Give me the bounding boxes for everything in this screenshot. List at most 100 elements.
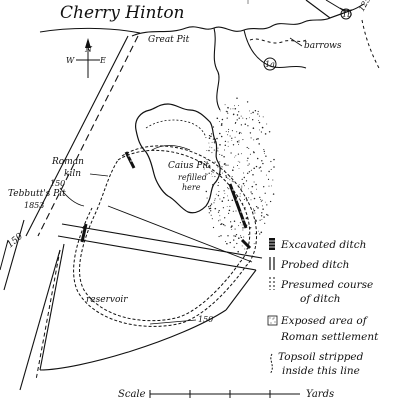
stipple-dot <box>226 243 228 245</box>
barrow-1a-marker <box>263 57 277 71</box>
stipple-dot <box>242 182 245 185</box>
stipple-dot <box>257 230 259 232</box>
stipple-dot <box>219 132 221 135</box>
stipple-dot <box>226 187 229 189</box>
stipple-dot <box>250 199 252 201</box>
stipple-dot <box>238 111 240 113</box>
legend-excavated-symbol <box>269 238 275 250</box>
legend-exposed-text-2: Roman settlement <box>280 331 379 343</box>
stipple-dot <box>230 152 232 154</box>
stipple-dot <box>233 220 236 223</box>
stipple-dot <box>264 201 266 203</box>
legend-topsoil-text: Topsoil stripped <box>278 351 364 363</box>
scale-label: Scale <box>118 389 146 400</box>
stipple-dot <box>268 170 270 173</box>
stipple-dot <box>266 213 268 216</box>
stipple-dot <box>234 156 236 158</box>
stipple-dot <box>206 159 208 160</box>
stipple-dot <box>259 219 261 221</box>
stipple-dot <box>273 166 275 168</box>
stipple-dot <box>223 156 225 158</box>
stipple-dot <box>260 215 263 217</box>
legend-topsoil-text-2: inside this line <box>282 365 360 377</box>
stipple-dot <box>253 197 256 200</box>
stipple-dot <box>247 164 249 166</box>
compass-west: W <box>66 56 75 65</box>
stipple-dot <box>208 208 211 210</box>
stipple-dot <box>234 108 237 110</box>
stipple-dot <box>249 132 252 134</box>
stipple-dot <box>213 202 215 204</box>
stipple-dot <box>211 152 213 154</box>
stipple-dot <box>228 128 230 130</box>
road-north-east: 1b 125 <box>305 0 381 71</box>
stipple-dot <box>257 138 259 140</box>
stipple-dot <box>240 153 242 155</box>
stipple-dot <box>235 233 238 236</box>
stipple-dot <box>208 135 211 137</box>
stipple-dot <box>240 124 243 126</box>
stipple-dot <box>217 211 220 213</box>
pit-boundary <box>131 17 331 111</box>
stipple-dot <box>212 126 215 128</box>
stipple-dot <box>238 168 240 169</box>
reservoir-label: reservoir <box>86 295 128 305</box>
stipple-dot <box>230 221 232 223</box>
legend-excavated-text: Excavated ditch <box>280 239 366 251</box>
stipple-dot <box>238 139 240 141</box>
stipple-dot <box>216 137 218 140</box>
tebbutts-pit-year: 1853 <box>24 201 44 210</box>
stipple-dot <box>206 161 208 163</box>
stipple-dot <box>253 139 255 141</box>
presumed-ditch-course <box>79 149 251 322</box>
stipple-dot <box>208 149 210 152</box>
stipple-dot <box>248 197 250 199</box>
stipple-dot <box>263 216 265 218</box>
legend-presumed-symbol <box>269 277 275 290</box>
stipple-dot <box>257 110 259 113</box>
stipple-dot <box>254 219 257 221</box>
stipple-dot <box>264 192 266 194</box>
stipple-dot <box>243 172 245 174</box>
stipple-dot <box>234 122 236 124</box>
stipple-dot <box>241 245 243 247</box>
stipple-dot <box>225 164 227 166</box>
stipple-dot <box>214 161 216 163</box>
stipple-dot <box>253 181 255 183</box>
map-title: Cherry Hinton <box>60 3 185 23</box>
stipple-dot <box>258 115 260 117</box>
stipple-dot <box>262 162 264 165</box>
stipple-dot <box>232 114 234 116</box>
stipple-dot <box>210 135 212 138</box>
stipple-dot <box>232 144 235 146</box>
stipple-dot <box>238 143 240 145</box>
stipple-dot <box>271 185 272 187</box>
stipple-dot <box>220 124 223 126</box>
stipple-dot <box>219 144 221 146</box>
stipple-dot <box>246 172 249 175</box>
stipple-dot <box>212 172 214 174</box>
stipple-dot <box>260 231 263 234</box>
stipple-dot <box>231 176 233 178</box>
stipple-dot <box>260 131 262 133</box>
contour-150-left: 150 <box>6 231 26 250</box>
stipple-dot <box>223 149 226 151</box>
stipple-dot <box>236 131 238 133</box>
stipple-dot <box>253 167 255 170</box>
stipple-dot <box>262 199 263 201</box>
stipple-dot <box>208 172 210 174</box>
stipple-dot <box>259 233 261 235</box>
stipple-dot <box>229 135 231 137</box>
title-underline <box>39 27 141 34</box>
stipple-dot <box>237 160 239 162</box>
contour-150-a: 150 <box>50 179 65 188</box>
stipple-dot <box>258 143 260 145</box>
exposed-area-stipple <box>203 97 275 253</box>
stipple-dot <box>252 111 254 114</box>
stipple-dot <box>214 138 217 141</box>
stipple-dot <box>223 197 225 199</box>
stipple-dot <box>257 207 259 209</box>
stipple-dot <box>219 198 221 200</box>
stipple-dot <box>224 140 227 143</box>
